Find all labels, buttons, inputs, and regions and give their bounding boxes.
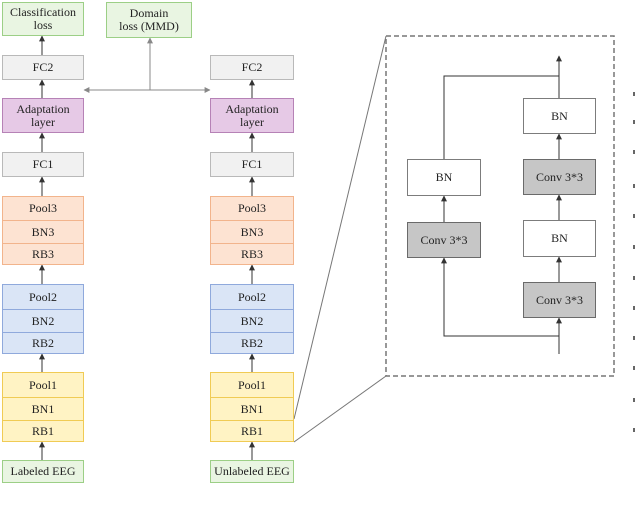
right-stage1-stack: Pool1 BN1 RB1 bbox=[210, 372, 294, 442]
right-pool1: Pool1 bbox=[237, 377, 266, 392]
right-stage3-stack: Pool3 BN3 RB3 bbox=[210, 196, 294, 265]
right-rb3: RB3 bbox=[211, 243, 293, 265]
right-adaptation-line2: layer bbox=[240, 114, 264, 129]
main-bn-bottom-box: BN bbox=[523, 220, 596, 257]
left-fc2-box: FC2 bbox=[2, 55, 84, 80]
edge-mark bbox=[633, 92, 635, 96]
right-fc1-box: FC1 bbox=[210, 152, 294, 177]
classification-loss-line1: Classification bbox=[10, 5, 76, 19]
edge-mark bbox=[633, 184, 635, 188]
right-pool3: Pool3 bbox=[237, 201, 266, 215]
left-fc1-box: FC1 bbox=[2, 152, 84, 177]
main-bn-top-box: BN bbox=[523, 98, 596, 134]
right-rb2: RB2 bbox=[211, 332, 293, 354]
shortcut-conv-box: Conv 3*3 bbox=[407, 222, 481, 258]
domain-loss-line2: loss (MMD) bbox=[119, 19, 179, 33]
edge-mark bbox=[633, 428, 635, 432]
right-bn3: BN3 bbox=[211, 220, 293, 243]
right-fc2-box: FC2 bbox=[210, 55, 294, 80]
right-bn2: BN2 bbox=[211, 309, 293, 332]
left-adaptation-line1: Adaptation bbox=[16, 101, 70, 116]
shortcut-bn-box: BN bbox=[407, 159, 481, 196]
right-bn1: BN1 bbox=[211, 397, 293, 420]
zoom-lines bbox=[293, 35, 387, 443]
left-rb2: RB2 bbox=[3, 332, 83, 354]
labeled-eeg-box: Labeled EEG bbox=[2, 460, 84, 483]
right-stage2-stack: Pool2 BN2 RB2 bbox=[210, 284, 294, 354]
classification-loss-line2: loss bbox=[33, 18, 53, 32]
residual-block-wiring bbox=[441, 55, 562, 354]
main-conv-top-box: Conv 3*3 bbox=[523, 159, 596, 195]
edge-mark bbox=[633, 120, 635, 124]
left-bn2: BN2 bbox=[3, 309, 83, 332]
left-rb3: RB3 bbox=[3, 243, 83, 265]
left-stage2-stack: Pool2 BN2 RB2 bbox=[2, 284, 84, 354]
left-bn1: BN1 bbox=[3, 397, 83, 420]
edge-mark bbox=[633, 150, 635, 154]
left-adaptation-line2: layer bbox=[31, 114, 55, 129]
edge-mark bbox=[633, 398, 635, 402]
left-pool1: Pool1 bbox=[28, 377, 57, 392]
edge-mark bbox=[633, 245, 635, 249]
right-pool2: Pool2 bbox=[237, 289, 266, 304]
left-stage3-stack: Pool3 BN3 RB3 bbox=[2, 196, 84, 265]
left-pool3: Pool3 bbox=[28, 201, 57, 215]
edge-mark bbox=[633, 306, 635, 310]
edge-mark bbox=[633, 336, 635, 340]
shortcut-to-output bbox=[443, 75, 559, 159]
left-pool2: Pool2 bbox=[28, 289, 57, 304]
shortcut-path bbox=[441, 257, 560, 354]
residual-block-frame bbox=[385, 35, 615, 377]
unlabeled-eeg-box: Unlabeled EEG bbox=[210, 460, 294, 483]
edge-mark bbox=[633, 276, 635, 280]
right-adaptation-line1: Adaptation bbox=[225, 101, 279, 116]
left-bn3: BN3 bbox=[3, 220, 83, 243]
main-conv-bottom-box: Conv 3*3 bbox=[523, 282, 596, 318]
edge-mark bbox=[633, 214, 635, 218]
left-rb1: RB1 bbox=[3, 420, 83, 442]
mmd-connectors bbox=[83, 37, 211, 93]
edge-mark bbox=[633, 366, 635, 370]
left-stage1-stack: Pool1 BN1 RB1 bbox=[2, 372, 84, 442]
right-rb1: RB1 bbox=[211, 420, 293, 442]
domain-loss-line1: Domain bbox=[129, 6, 169, 20]
